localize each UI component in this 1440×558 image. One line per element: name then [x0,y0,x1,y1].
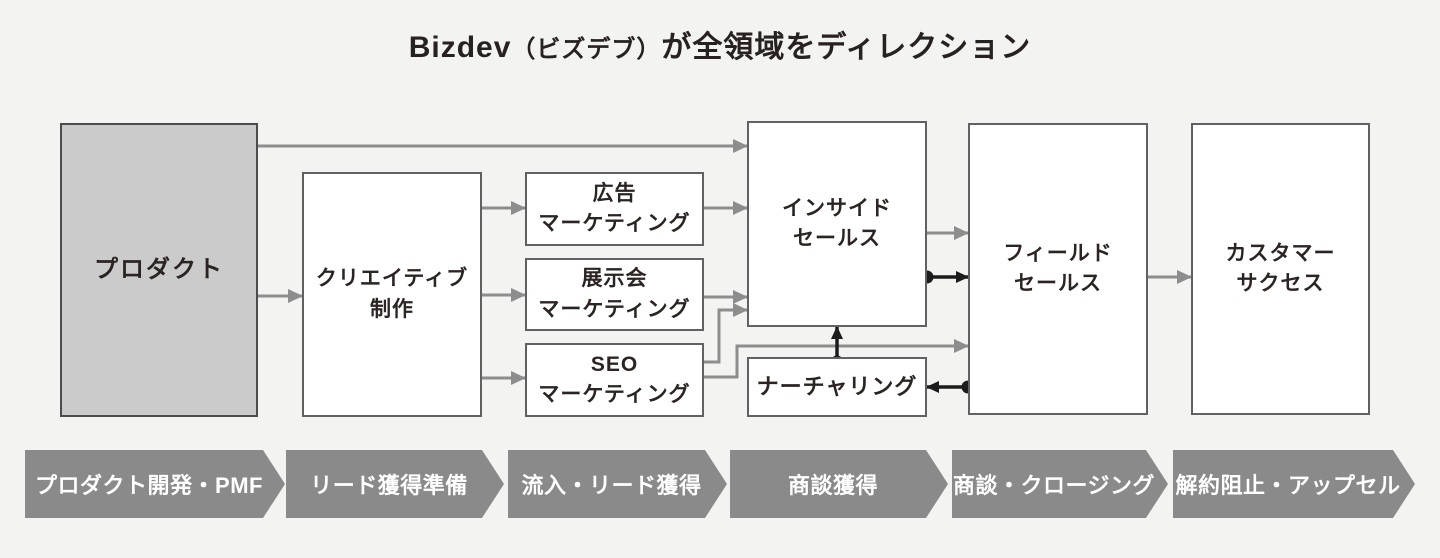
title-paren: （ビズデブ） [511,36,662,63]
box-creative-production: クリエイティブ 制作 [302,172,482,417]
box-seo-label-line1: SEO [590,352,639,376]
box-field-label-line2: セールス [1014,272,1102,295]
box-exhibition-marketing: 展示会 マーケティング [525,258,704,331]
stage-banner-label: 流入・リード獲得 [521,473,702,498]
stage-banner-lead-prep: リード獲得準備 [286,450,504,518]
box-customer-success: カスタマー サクセス [1191,123,1370,415]
box-creative-label-line2: 制作 [370,297,414,321]
box-ad-marketing: 広告 マーケティング [525,172,704,246]
connector-seo-to-inside [704,303,748,364]
box-inside-label-line2: セールス [793,227,881,250]
stage-banner-churn-prevention-upsell: 解約阻止・アップセル [1173,450,1415,518]
stage-banner-inflow-lead-acquisition: 流入・リード獲得 [508,450,727,518]
stage-banner-label: 解約阻止・アップセル [1175,473,1401,498]
box-creative-label-line1: クリエイティブ [315,267,469,291]
box-ad-label-line2: マーケティング [538,212,691,235]
box-seo-marketing: SEO マーケティング [525,343,704,417]
box-product-label: プロダクト [94,255,224,283]
box-customer-label-line1: カスタマー [1225,241,1336,265]
title-suffix: が全領域をディレクション [661,31,1032,64]
stage-banner-label: 商談獲得 [787,473,878,498]
box-product: プロダクト [60,123,258,417]
diagram-title: Bizdev（ビズデブ）が全領域をディレクション [0,22,1440,66]
box-ad-label-line1: 広告 [592,181,637,205]
box-field-label-line1: フィールド [1003,241,1113,265]
stage-banner-meeting-acquisition: 商談獲得 [730,450,948,518]
box-field-sales: フィールド セールス [968,123,1148,415]
stage-banner-label: リード獲得準備 [310,473,468,498]
connector-seo-to-field [704,339,969,379]
stage-banner-negotiation-closing: 商談・クロージング [952,450,1168,518]
box-nurture-label: ナーチャリング [756,374,918,400]
box-expo-label-line1: 展示会 [581,267,648,291]
box-seo-label-line2: マーケティング [538,383,691,406]
box-inside-sales: インサイド セールス [747,121,927,327]
title-prefix: Bizdev [408,31,512,64]
stage-banner-product-dev-pmf: プロダクト開発・PMF [25,450,285,518]
stage-banner-label: プロダクト開発・PMF [35,473,263,498]
box-customer-label-line2: サクセス [1236,272,1325,295]
box-inside-label-line1: インサイド [782,196,892,220]
box-expo-label-line2: マーケティング [538,297,691,321]
box-nurturing: ナーチャリング [747,357,927,417]
stage-banner-label: 商談・クロージング [952,473,1156,498]
